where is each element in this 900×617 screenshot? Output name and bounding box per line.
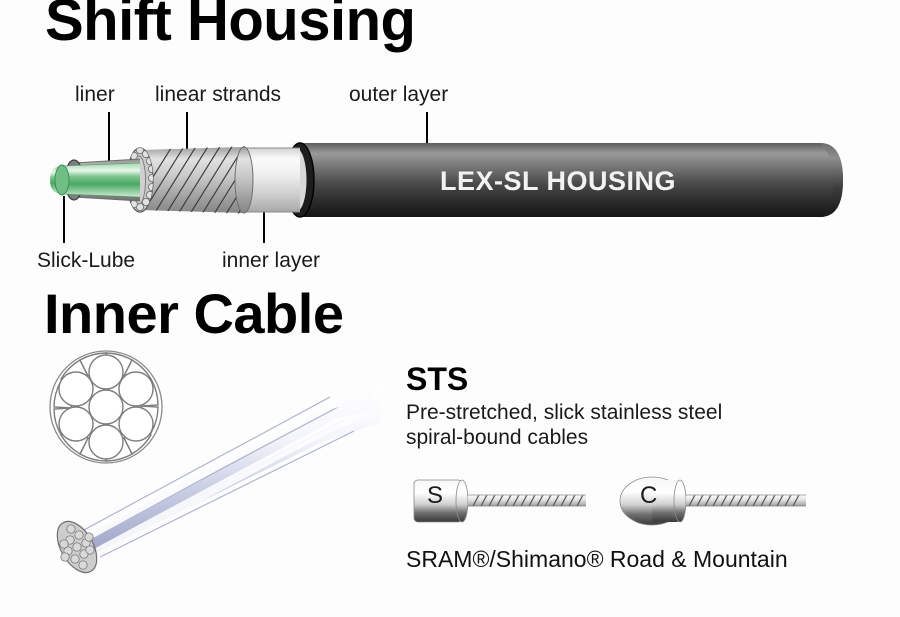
- housing-end-cap: [820, 143, 843, 217]
- housing-outer-layer: [300, 143, 843, 217]
- compatibility-caption: SRAM®/Shimano® Road & Mountain: [406, 546, 788, 572]
- callout-label-slick-lube: Slick-Lube: [37, 249, 136, 272]
- page-title-inner-cable: Inner Cable: [44, 282, 344, 345]
- callout-label-linear-strands: linear strands: [155, 83, 282, 106]
- fitting-shimano-cable: [686, 495, 806, 506]
- shift-housing-cutaway-illustration: LEX-SL HOUSING: [50, 142, 843, 218]
- housing-inner-layer: [238, 148, 300, 212]
- fitting-sram-cable-twist: [472, 495, 584, 506]
- cable-end-strand-dots: [59, 524, 95, 570]
- fitting-shimano: C: [619, 476, 806, 526]
- cable-highlight-strand-1: [80, 389, 372, 543]
- housing-strand-end-face: [234, 146, 254, 214]
- cable-end-fittings-illustration: S C: [413, 476, 806, 526]
- leader-line-slick-lube: [63, 196, 65, 243]
- callout-label-inner-layer: inner layer: [222, 249, 321, 272]
- sts-title: STS: [406, 361, 469, 397]
- cross-section-center-strand: [88, 389, 124, 425]
- cable-cross-section-diagram: [49, 350, 163, 464]
- leader-line-outer-layer: [426, 112, 428, 164]
- leader-line-linear-strands: [186, 112, 188, 170]
- sts-info-block: STS Pre-stretched, slick stainless steel…: [406, 362, 876, 450]
- fitting-shimano-head-end: [673, 479, 687, 523]
- fitting-sram-barrel-end: [455, 479, 469, 523]
- page-title-shift-housing: Shift Housing: [45, 0, 416, 53]
- cross-section-inner-ring: [58, 354, 154, 460]
- inner-cable-illustration: [49, 350, 380, 574]
- fitting-shimano-cable-twist: [688, 495, 800, 506]
- cable-3d-body: [56, 387, 380, 574]
- sts-description: Pre-stretched, slick stainless steel spi…: [406, 401, 723, 449]
- housing-linear-strands: [140, 147, 244, 213]
- housing-printed-text: LEX-SL HOUSING: [440, 166, 676, 196]
- cable-highlight-strand-2: [90, 409, 376, 559]
- housing-liner-end-face: [54, 164, 70, 196]
- fitting-sram-letter: S: [427, 482, 443, 509]
- callout-label-outer-layer: outer layer: [349, 83, 449, 106]
- leader-line-liner: [108, 112, 110, 170]
- fitting-sram: S: [413, 479, 586, 523]
- fitting-shimano-head-body: [652, 480, 680, 522]
- housing-green-liner: [62, 163, 140, 197]
- callout-label-liner: liner: [75, 83, 115, 106]
- leader-line-inner-layer: [263, 183, 265, 243]
- fitting-shimano-letter: C: [640, 482, 657, 509]
- fitting-sram-cable: [468, 495, 586, 506]
- cable-body-base: [78, 387, 380, 559]
